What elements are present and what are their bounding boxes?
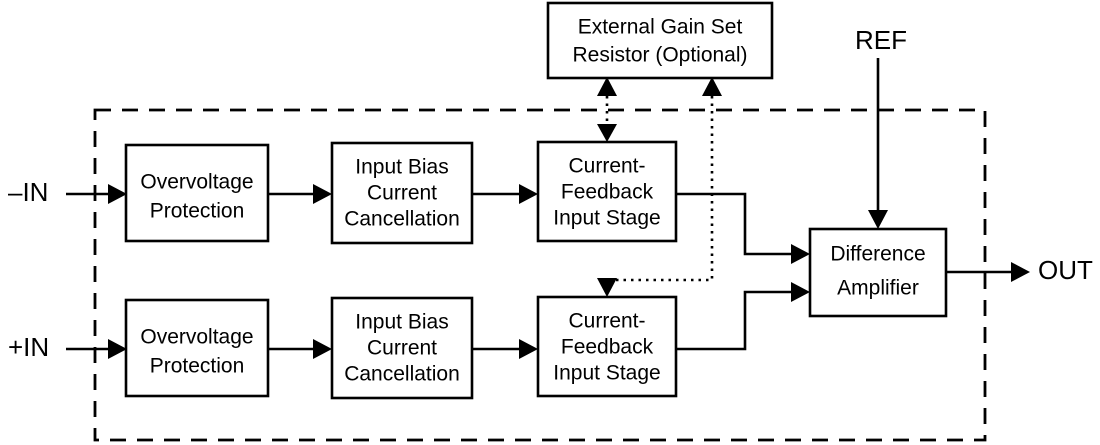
port-label-pos-in: +IN [8, 332, 49, 362]
arrow-out [1011, 262, 1030, 282]
diff-amp-label-line2: Amplifier [837, 277, 919, 300]
ibc-top-label-line3: Cancellation [344, 208, 460, 231]
cfb-bot-label-line1: Current- [568, 310, 645, 333]
arrow-ovp-bot-to-ibc-bot [313, 339, 332, 359]
ibc-bot-label-line3: Cancellation [344, 363, 460, 386]
cfb-top-label-line2: Feedback [561, 181, 654, 204]
ext-gain-resistor-label-line2: Resistor (Optional) [572, 44, 747, 67]
ibc-top-rect [330, 141, 474, 245]
arrow-dotted-down-to-cfb-top [597, 124, 617, 142]
device-boundary [93, 108, 987, 442]
port-label-ref: REF [855, 25, 907, 55]
block-overvoltage-protection-top: Overvoltage Protection [124, 143, 270, 243]
cfb-bot-rect [536, 295, 678, 398]
arrow-ref-to-diff-amp [868, 210, 888, 229]
block-ext-gain-resistor: External Gain Set Resistor (Optional) [546, 1, 774, 80]
arrow-cfb-bot-to-diff-amp [791, 282, 810, 302]
cfb-bot-label-line2: Feedback [561, 336, 654, 359]
arrow-dotted-up-to-resistor-right [702, 77, 722, 96]
block-current-feedback-input-stage-bottom: Current- Feedback Input Stage [536, 295, 678, 398]
ext-gain-resistor-label-line1: External Gain Set [578, 16, 743, 39]
block-overvoltage-protection-bottom: Overvoltage Protection [124, 298, 270, 398]
arrow-dotted-down-to-cfb-bottom [597, 278, 617, 297]
ibc-top-label-line2: Current [367, 182, 437, 205]
ibc-bot-label-line1: Input Bias [355, 311, 448, 334]
port-label-neg-in: –IN [8, 177, 48, 207]
port-label-out: OUT [1038, 255, 1093, 285]
arrow-dotted-up-to-resistor-left [597, 77, 617, 96]
arrow-cfb-top-to-diff-amp [791, 244, 810, 264]
cfb-bot-label-line3: Input Stage [553, 362, 660, 385]
ibc-bot-rect [330, 296, 474, 400]
wire-cfb-bot-to-diff-amp [676, 290, 791, 351]
block-input-bias-cancel-bottom: Input Bias Current Cancellation [330, 296, 474, 400]
ovp-bot-label-line2: Protection [150, 355, 245, 378]
arrow-pos-in-to-ovp [108, 339, 127, 359]
arrow-neg-in-to-ovp [108, 184, 127, 204]
ovp-top-label-line2: Protection [150, 200, 245, 223]
block-difference-amplifier: Difference Amplifier [808, 227, 948, 318]
dotted-link-resistor-to-cfb-bottom [605, 96, 714, 296]
ovp-bot-label-line1: Overvoltage [140, 326, 253, 349]
block-current-feedback-input-stage-top: Current- Feedback Input Stage [536, 140, 678, 243]
cfb-top-label-line1: Current- [568, 155, 645, 178]
arrow-ibc-top-to-cfb-top [519, 184, 538, 204]
ext-gain-resistor-rect [546, 1, 774, 80]
ibc-bot-label-line2: Current [367, 337, 437, 360]
wire-cfb-top-to-diff-amp [676, 192, 791, 256]
diff-amp-label-line1: Difference [830, 243, 925, 266]
arrow-ovp-top-to-ibc-top [313, 184, 332, 204]
arrow-ibc-bot-to-cfb-bot [519, 339, 538, 359]
block-input-bias-cancel-top: Input Bias Current Cancellation [330, 141, 474, 245]
ovp-top-label-line1: Overvoltage [140, 171, 253, 194]
cfb-top-label-line3: Input Stage [553, 207, 660, 230]
ibc-top-label-line1: Input Bias [355, 156, 448, 179]
